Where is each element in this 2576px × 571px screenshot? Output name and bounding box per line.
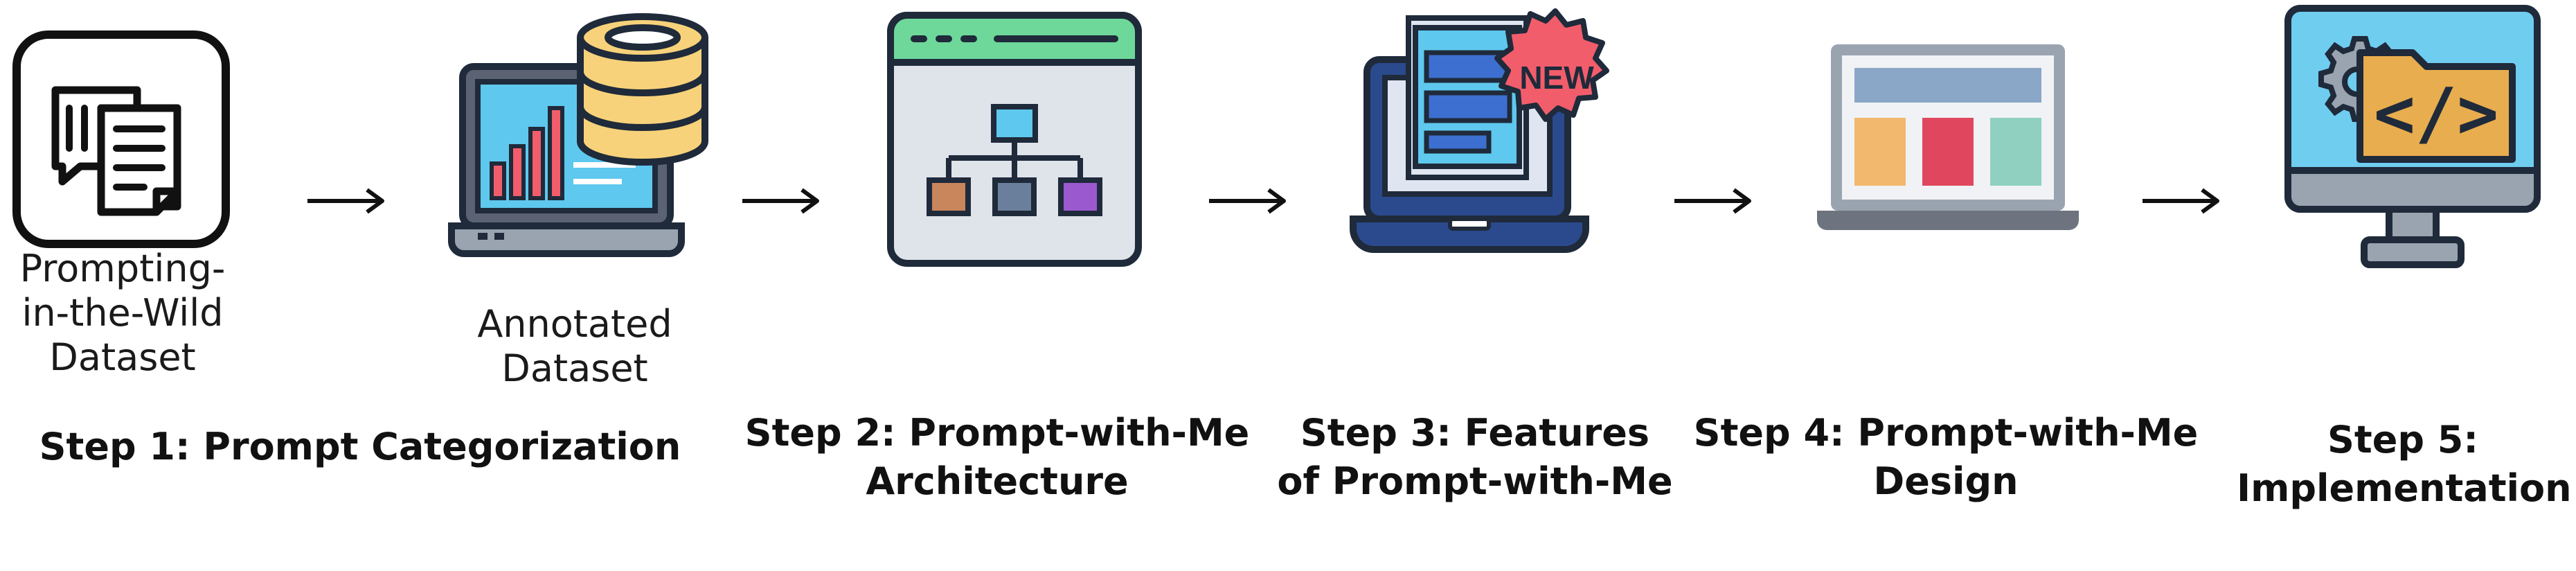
step-5-label: Step 5: Implementation [2237, 418, 2572, 510]
code-symbol-text: </> [2374, 73, 2499, 154]
documents-icon [12, 30, 230, 248]
code-monitor-icon: </> [2284, 5, 2541, 268]
architecture-window-icon [887, 12, 1142, 267]
arrow-right-icon [307, 188, 384, 214]
step-3-label: Step 3: Features of Prompt-with-Me [1277, 411, 1673, 503]
step-4-label: Step 4: Prompt-with-Me Design [1693, 411, 2199, 503]
laptop-database-icon [448, 13, 708, 257]
arrow-right-icon [1209, 188, 1286, 214]
arrow-right-icon [1674, 188, 1751, 214]
new-feature-laptop-icon: NEW [1350, 8, 1609, 253]
annotated-dataset-label: Annotated Dataset [477, 302, 672, 390]
arrow-right-icon [742, 188, 819, 214]
step-1-label: Step 1: Prompt Categorization [39, 425, 681, 468]
step-2-label: Step 2: Prompt-with-Me Architecture [744, 411, 1250, 503]
raw-dataset-label: Prompting- in-the-Wild Dataset [19, 247, 226, 379]
new-badge-text: NEW [1519, 60, 1594, 96]
design-laptop-icon [1817, 44, 2079, 230]
arrow-right-icon [2143, 188, 2219, 214]
